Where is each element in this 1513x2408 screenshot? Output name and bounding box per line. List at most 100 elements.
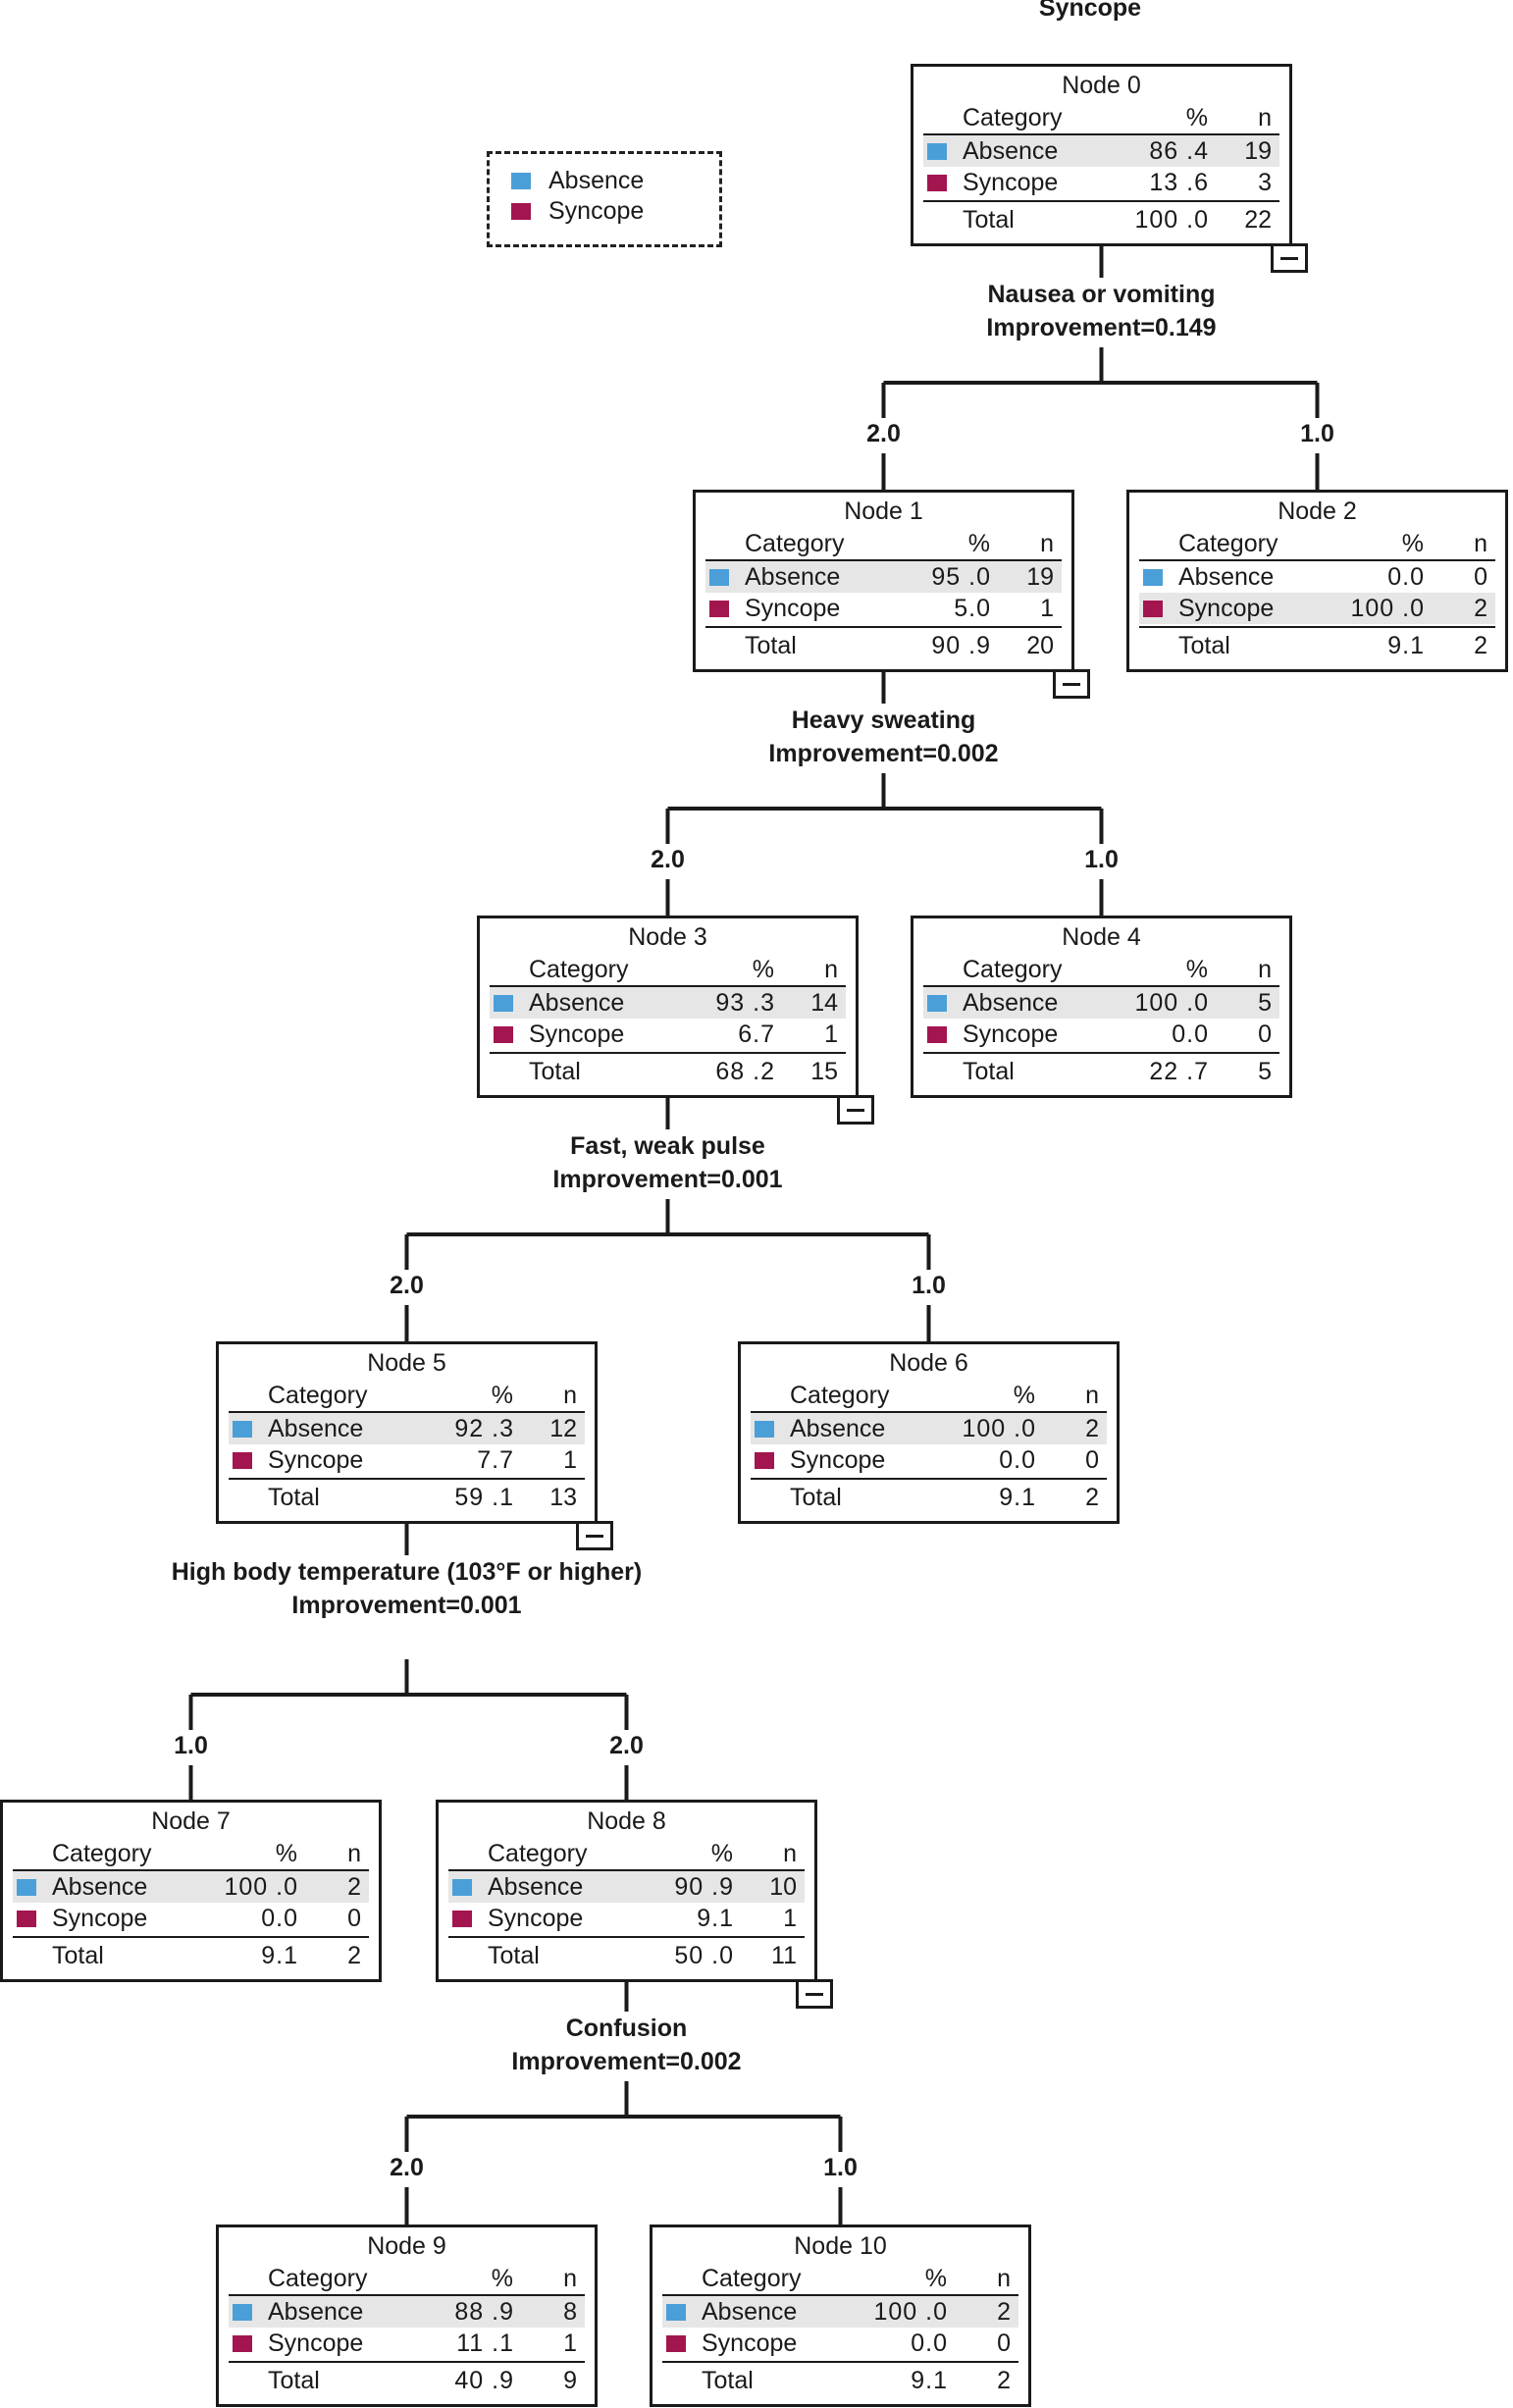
minus-icon [1063,682,1080,686]
category-label: Absence [268,1415,364,1442]
header-n: n [1040,530,1054,557]
absence-count: 19 [1026,563,1054,591]
header-percent: % [967,530,991,557]
total-count: 9 [563,2367,577,2394]
tree-title: Syncope [1038,0,1142,22]
total-label: Total [268,2367,320,2394]
syncope-count: 0 [1258,1021,1272,1048]
total-label: Total [790,1484,842,1511]
absence-row: Absence 86 .4 19 [923,135,1279,167]
syncope-row: Syncope 0.0 0 [923,1019,1279,1050]
header-n: n [1474,530,1487,557]
node-title: Node 8 [587,1807,666,1835]
header-n: n [997,2265,1011,2292]
total-row: Total 9.1 2 [13,1936,369,1971]
absence-count: 2 [347,1873,361,1901]
collapse-node-button[interactable] [796,1979,833,2009]
right-branch-value: 1.0 [912,1272,946,1299]
absence-percent: 93 .3 [715,989,775,1017]
syncope-swatch-icon [666,2335,686,2352]
node-title: Node 10 [794,2232,887,2260]
total-percent: 68 .2 [715,1058,775,1085]
collapse-node-button[interactable] [1053,669,1090,699]
node-header-row: Category % n [705,528,1062,561]
syncope-row: Syncope 13 .6 3 [923,167,1279,198]
tree-node-8: Node 8 Category % n Absence 90 .9 10 Syn… [436,1800,817,1982]
absence-swatch-icon [927,995,947,1012]
tree-node-0: Node 0 Category % n Absence 86 .4 19 Syn… [911,64,1292,246]
category-label: Syncope [488,1905,584,1932]
split-label: High body temperature (103°F or higher) … [152,1555,662,1622]
tree-node-1: Node 1 Category % n Absence 95 .0 19 Syn… [693,490,1074,672]
absence-percent: 100 .0 [224,1873,298,1901]
split-improvement: Improvement=0.001 [291,1592,522,1619]
syncope-count: 1 [783,1905,797,1932]
absence-swatch-icon [755,1421,774,1438]
syncope-row: Syncope 7.7 1 [229,1444,585,1476]
syncope-swatch-icon [17,1911,36,1927]
syncope-percent: 7.7 [477,1446,514,1474]
header-n: n [1258,104,1272,131]
absence-swatch-icon [666,2304,686,2321]
total-row: Total 9.1 2 [751,1478,1107,1513]
syncope-count: 0 [1085,1446,1099,1474]
total-count: 11 [771,1942,797,1969]
syncope-percent: 13 .6 [1149,169,1209,196]
total-percent: 22 .7 [1149,1058,1209,1085]
collapse-node-button[interactable] [576,1521,613,1550]
total-row: Total 40 .9 9 [229,2361,585,2396]
total-label: Total [268,1484,320,1511]
syncope-count: 1 [563,1446,577,1474]
header-category: Category [488,1840,588,1867]
header-n: n [783,1840,797,1867]
right-branch-value: 1.0 [1084,846,1119,873]
total-label: Total [529,1058,581,1085]
split-variable: Confusion [565,2015,688,2042]
node-title: Node 2 [1278,497,1357,525]
absence-row: Absence 100 .0 5 [923,987,1279,1019]
header-percent: % [752,956,775,983]
total-count: 13 [549,1484,577,1511]
header-percent: % [1185,956,1209,983]
total-percent: 9.1 [261,1942,298,1969]
total-count: 5 [1258,1058,1272,1085]
total-row: Total 68 .2 15 [490,1052,846,1087]
collapse-node-button[interactable] [837,1095,874,1125]
absence-percent: 0.0 [1387,563,1425,591]
node-title: Node 7 [151,1807,231,1835]
syncope-swatch-icon [927,1026,947,1043]
total-percent: 50 .0 [674,1942,734,1969]
legend: Absence Syncope [487,151,722,247]
node-header-row: Category % n [229,1380,585,1413]
absence-swatch-icon [927,143,947,160]
total-row: Total 90 .9 20 [705,626,1062,661]
node-title: Node 3 [628,923,707,951]
syncope-percent: 0.0 [261,1905,298,1932]
header-category: Category [963,104,1063,131]
category-label: Absence [790,1415,886,1442]
syncope-swatch-icon [494,1026,513,1043]
total-label: Total [745,632,797,659]
minus-icon [586,1534,603,1538]
category-label: Syncope [268,1446,364,1474]
node-title: Node 1 [844,497,923,525]
header-percent: % [1185,104,1209,131]
syncope-swatch-icon [927,175,947,191]
absence-percent: 100 .0 [873,2298,948,2326]
category-label: Absence [52,1873,148,1901]
left-branch-value: 2.0 [866,420,901,447]
absence-count: 14 [810,989,838,1017]
total-row: Total 9.1 2 [1139,626,1495,661]
syncope-percent: 5.0 [954,595,991,622]
total-label: Total [488,1942,540,1969]
right-branch-value: 1.0 [823,2154,858,2181]
absence-percent: 92 .3 [454,1415,514,1442]
category-label: Absence [1178,563,1275,591]
total-percent: 40 .9 [454,2367,514,2394]
collapse-node-button[interactable] [1271,243,1308,273]
header-percent: % [1013,1382,1036,1409]
absence-row: Absence 92 .3 12 [229,1413,585,1444]
header-category: Category [268,2265,368,2292]
total-row: Total 59 .1 13 [229,1478,585,1513]
